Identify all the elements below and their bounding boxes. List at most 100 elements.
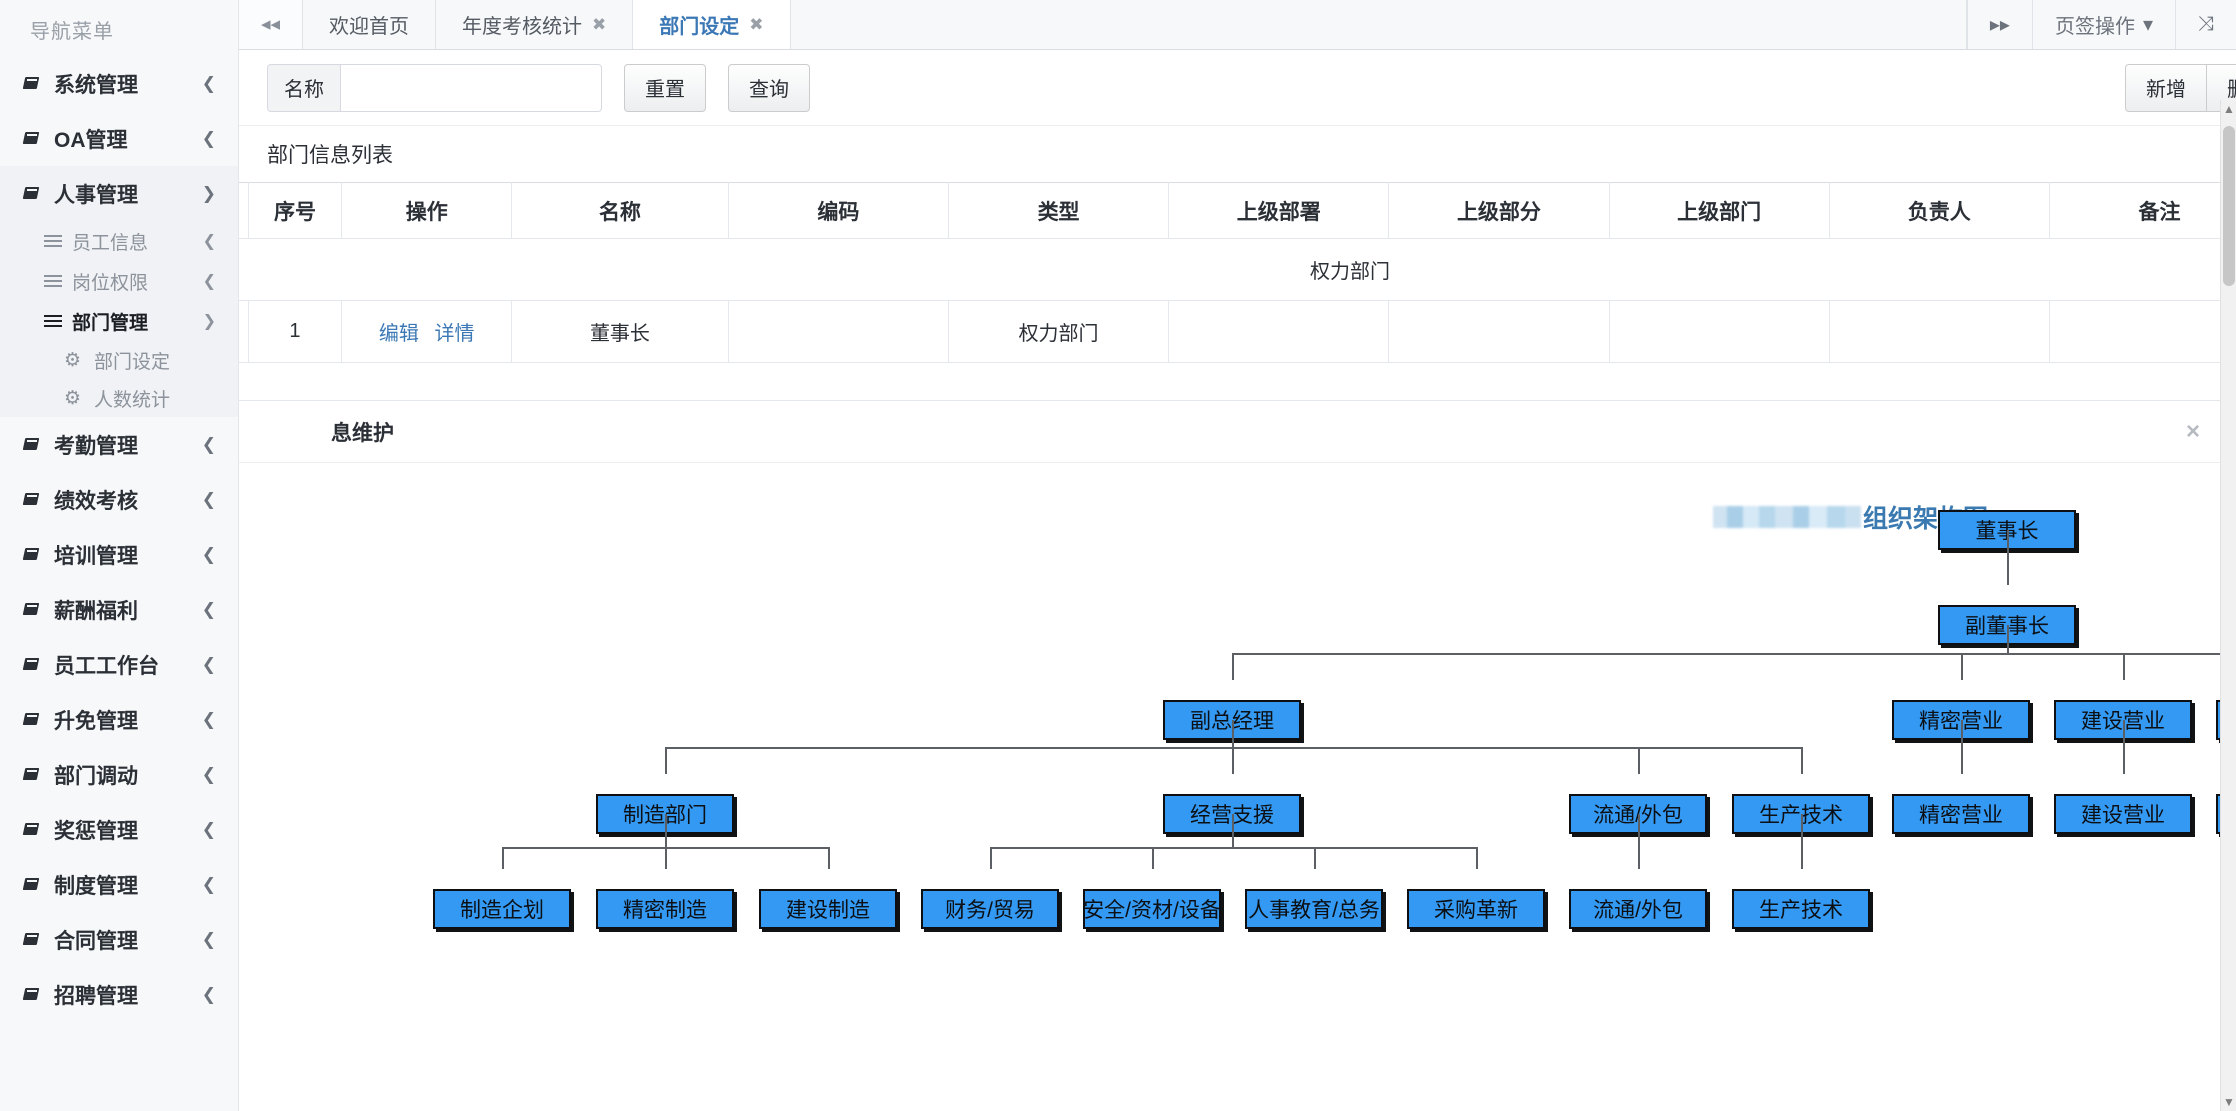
scrollbar-thumb[interactable] xyxy=(2223,126,2235,286)
sidebar-item-performance[interactable]: 绩效考核 ❮ xyxy=(0,472,238,527)
sidebar-item-training[interactable]: 培训管理 ❮ xyxy=(0,527,238,582)
chevron-left-icon: ❮ xyxy=(201,709,216,729)
org-node-label: 采购革新 xyxy=(1434,899,1518,922)
org-chart-title: 组织架构图 xyxy=(1712,499,1988,535)
table-header-remark: 备注 xyxy=(2048,182,2236,239)
row-parent-dept xyxy=(1608,300,1830,363)
org-node[interactable]: 财务/贸易 xyxy=(921,889,1059,929)
book-icon xyxy=(24,187,54,201)
org-node-label: 精密制造 xyxy=(623,899,707,922)
sidebar-item-oa[interactable]: OA管理 ❮ xyxy=(0,111,238,166)
org-node[interactable]: 采购革新 xyxy=(1407,889,1545,929)
book-icon xyxy=(24,823,54,837)
reset-button[interactable]: 重置 xyxy=(624,63,706,112)
org-connector xyxy=(1801,747,1803,774)
close-icon[interactable]: ✖ xyxy=(592,14,607,34)
chevron-left-icon: ❮ xyxy=(201,984,216,1004)
sidebar-item-recruitment[interactable]: 招聘管理 ❮ xyxy=(0,967,238,1022)
sidebar-item-policy[interactable]: 制度管理 ❮ xyxy=(0,857,238,912)
department-table: 序号 操作 名称 编码 类型 上级部署 上级部分 上级部门 负责人 备注 有效性… xyxy=(239,182,2236,363)
table-header-actions: 操作 xyxy=(341,182,513,239)
org-connector xyxy=(1232,747,1234,774)
sidebar-item-contract[interactable]: 合同管理 ❮ xyxy=(0,912,238,967)
org-node-label: 制造企划 xyxy=(460,899,544,922)
chevron-left-icon: ❮ xyxy=(201,654,216,674)
fullscreen-icon[interactable]: ⤨ xyxy=(2175,0,2236,49)
add-button[interactable]: 新增 xyxy=(2125,63,2207,112)
sidebar-item-compensation[interactable]: 薪酬福利 ❮ xyxy=(0,582,238,637)
sidebar-item-hr[interactable]: 人事管理 ❯ xyxy=(0,166,238,221)
table-header-row: 序号 操作 名称 编码 类型 上级部署 上级部分 上级部门 负责人 备注 有效性… xyxy=(239,182,2236,239)
org-chart-canvas: 董事长副董事长副总经理精密营业建设营业技术部门制造部门经营支援流通/外包生产技术… xyxy=(239,463,2236,1111)
panel-header: 息维护 × xyxy=(239,401,2236,463)
search-field-label: 名称 xyxy=(267,63,340,112)
org-connector xyxy=(1232,653,2236,655)
table-header-parent-dept: 上级部门 xyxy=(1608,182,1830,239)
book-icon xyxy=(24,132,54,146)
row-remark xyxy=(2048,300,2236,363)
org-node[interactable]: 生产技术 xyxy=(1732,889,1870,929)
tab-welcome-home[interactable]: 欢迎首页 xyxy=(303,0,436,49)
row-actions: 编辑 详情 xyxy=(341,300,513,363)
edit-link[interactable]: 编辑 xyxy=(378,323,419,345)
book-icon xyxy=(24,603,54,617)
list-title: 部门信息列表 xyxy=(267,144,393,167)
sidebar-title: 导航菜单 xyxy=(30,21,114,43)
org-node[interactable]: 人事教育/总务 xyxy=(1245,889,1383,929)
tab-annual-assessment-stats[interactable]: 年度考核统计 ✖ xyxy=(436,0,634,49)
org-node[interactable]: 安全/资材/设备 xyxy=(1083,889,1221,929)
sidebar-item-label: 系统管理 xyxy=(54,73,138,97)
search-input[interactable] xyxy=(340,63,602,112)
org-node[interactable]: 精密制造 xyxy=(596,889,734,929)
chevron-left-icon: ❮ xyxy=(201,489,216,509)
sidebar-item-headcount-stats[interactable]: ⚙ 人数统计 xyxy=(0,379,238,417)
gears-icon: ⚙ xyxy=(64,349,82,371)
close-icon[interactable]: ✖ xyxy=(749,14,764,34)
sidebar-item-attendance[interactable]: 考勤管理 ❮ xyxy=(0,417,238,472)
table-header-index: 序号 xyxy=(247,182,343,239)
vertical-scrollbar[interactable]: ▲ ▼ xyxy=(2220,100,2236,1111)
org-node[interactable]: 建设制造 xyxy=(759,889,897,929)
sidebar-item-employee-workbench[interactable]: 员工工作台 ❮ xyxy=(0,637,238,692)
sidebar-item-department-management[interactable]: 部门管理 ❯ xyxy=(0,301,238,341)
query-button[interactable]: 查询 xyxy=(728,63,810,112)
scroll-down-arrow[interactable]: ▼ xyxy=(2223,1095,2235,1109)
sidebar-subitem-label: 岗位权限 xyxy=(72,272,149,294)
sidebar-item-department-transfer[interactable]: 部门调动 ❮ xyxy=(0,747,238,802)
org-node[interactable]: 建设营业 xyxy=(2054,794,2192,834)
tab-scroll-left-button[interactable]: ◂◂ xyxy=(239,0,303,49)
sidebar-item-department-setting[interactable]: ⚙ 部门设定 xyxy=(0,341,238,379)
book-icon xyxy=(24,548,54,562)
sidebar-item-label: OA管理 xyxy=(54,128,128,152)
tab-scroll-right-button[interactable]: ▸▸ xyxy=(1966,0,2032,49)
close-icon[interactable]: × xyxy=(2185,417,2200,445)
scroll-up-arrow[interactable]: ▲ xyxy=(2223,102,2235,116)
org-node-label: 财务/贸易 xyxy=(945,899,1035,922)
chevron-left-icon: ❮ xyxy=(201,874,216,894)
sidebar-item-system[interactable]: 系统管理 ❮ xyxy=(0,56,238,111)
org-node[interactable]: 流通/外包 xyxy=(1569,889,1707,929)
content-area: 名称 重置 查询 新增 删除 生成组织结构图 部门信息列表 xyxy=(239,50,2236,1111)
sidebar-item-label: 制度管理 xyxy=(54,874,138,898)
org-connector xyxy=(665,847,667,869)
table-row[interactable]: 1 编辑 详情 董事长 权力部门 xyxy=(239,300,2236,363)
row-parent-part xyxy=(1388,300,1610,363)
book-icon xyxy=(24,933,54,947)
book-icon xyxy=(24,713,54,727)
org-connector xyxy=(1961,720,1963,774)
org-node-label: 安全/资材/设备 xyxy=(1083,899,1221,922)
sidebar-item-employee-info[interactable]: 员工信息 ❮ xyxy=(0,221,238,261)
detail-link[interactable]: 详情 xyxy=(434,323,475,345)
chevron-left-icon: ❮ xyxy=(201,764,216,784)
sidebar-item-reward-punishment[interactable]: 奖惩管理 ❮ xyxy=(0,802,238,857)
sidebar-item-promotion[interactable]: 升免管理 ❮ xyxy=(0,692,238,747)
sidebar-item-label: 部门调动 xyxy=(54,764,138,788)
page-ops-dropdown[interactable]: 页签操作 ▾ xyxy=(2031,0,2175,49)
org-node[interactable]: 制造企划 xyxy=(433,889,571,929)
tab-department-setting[interactable]: 部门设定 ✖ xyxy=(633,0,791,49)
sidebar-item-post-permission[interactable]: 岗位权限 ❮ xyxy=(0,261,238,301)
org-node[interactable]: 精密营业 xyxy=(1892,794,2030,834)
chevron-down-icon: ❯ xyxy=(201,183,216,203)
page-ops-label: 页签操作 xyxy=(2054,16,2135,38)
